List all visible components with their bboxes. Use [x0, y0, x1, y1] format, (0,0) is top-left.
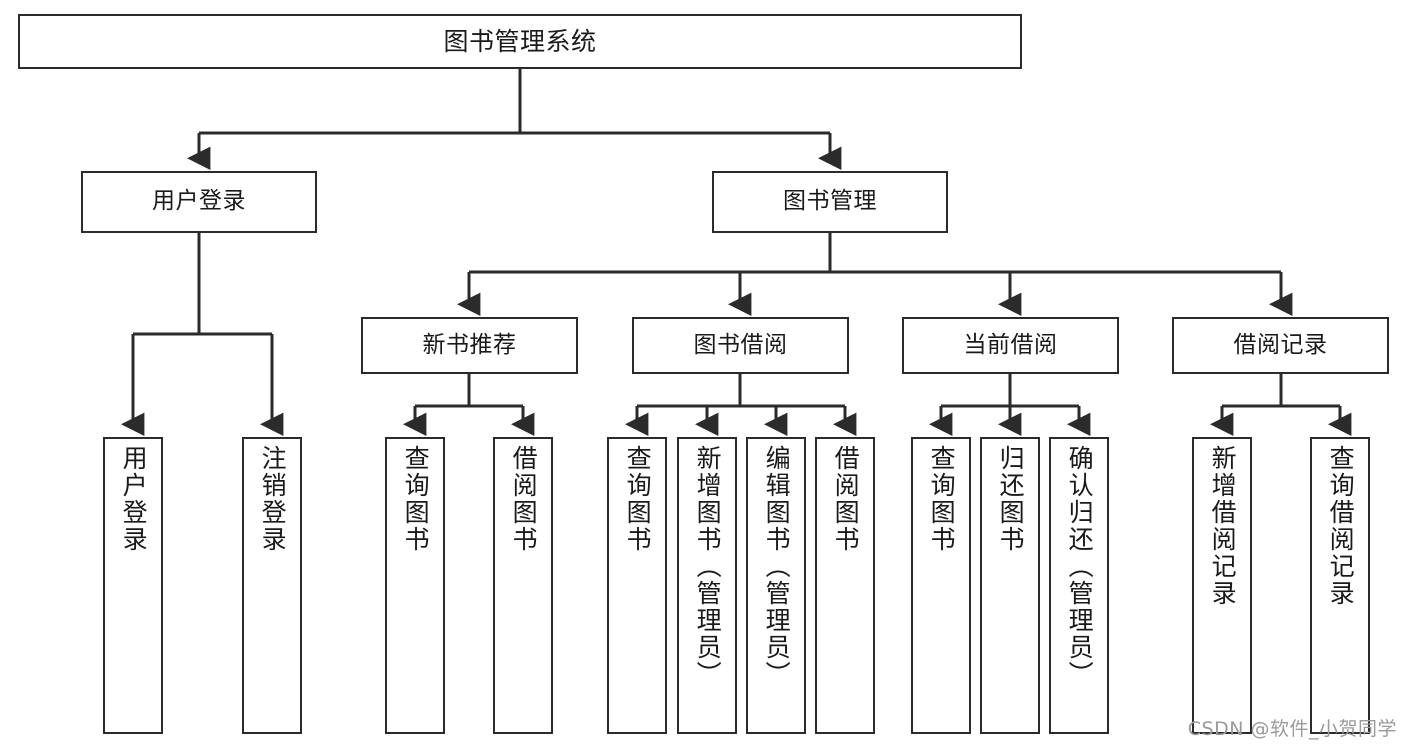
- node-label: 用户登录: [119, 445, 149, 553]
- node-label: 图书管理系统: [443, 26, 597, 56]
- node-user-login[interactable]: 用户登录: [81, 171, 317, 233]
- leaf-new-book-query-book[interactable]: 查询图书: [385, 437, 445, 734]
- node-label: 注销登录: [258, 445, 288, 553]
- leaf-current-borrow-query-book[interactable]: 查询图书: [911, 437, 971, 734]
- node-label: 查询图书: [623, 445, 653, 553]
- node-new-book-recommend[interactable]: 新书推荐: [361, 317, 578, 374]
- leaf-current-borrow-confirm-return-admin[interactable]: 确认归还（管理员）: [1049, 437, 1109, 734]
- node-label: 借阅图书: [509, 445, 539, 553]
- node-label: 借阅图书: [831, 445, 861, 553]
- node-label: 新增图书（管理员）: [693, 445, 723, 688]
- leaf-book-borrow-add-book-admin[interactable]: 新增图书（管理员）: [677, 437, 737, 734]
- leaf-current-borrow-return-book[interactable]: 归还图书: [980, 437, 1040, 734]
- node-label: 编辑图书（管理员）: [762, 445, 792, 688]
- leaf-user-login-logout[interactable]: 注销登录: [242, 437, 302, 734]
- node-label: 新增借阅记录: [1208, 445, 1238, 607]
- node-label: 当前借阅: [963, 331, 1058, 358]
- node-book-management[interactable]: 图书管理: [712, 171, 948, 233]
- leaf-book-borrow-borrow-book[interactable]: 借阅图书: [815, 437, 875, 734]
- node-current-borrow[interactable]: 当前借阅: [902, 317, 1119, 374]
- node-label: 借阅记录: [1233, 331, 1328, 358]
- node-label: 新书推荐: [422, 331, 517, 358]
- node-root-book-management-system[interactable]: 图书管理系统: [18, 14, 1022, 69]
- leaf-book-borrow-query-book[interactable]: 查询图书: [607, 437, 667, 734]
- node-label: 查询借阅记录: [1326, 445, 1356, 607]
- leaf-user-login-login[interactable]: 用户登录: [103, 437, 163, 734]
- node-label: 归还图书: [996, 445, 1026, 553]
- node-label: 用户登录: [152, 188, 246, 215]
- leaf-borrow-record-add-record[interactable]: 新增借阅记录: [1192, 437, 1252, 734]
- node-book-borrow[interactable]: 图书借阅: [632, 317, 849, 374]
- node-label: 图书借阅: [693, 331, 788, 358]
- leaf-new-book-borrow-book[interactable]: 借阅图书: [493, 437, 553, 734]
- leaf-borrow-record-query-record[interactable]: 查询借阅记录: [1310, 437, 1370, 734]
- node-label: 查询图书: [927, 445, 957, 553]
- leaf-book-borrow-edit-book-admin[interactable]: 编辑图书（管理员）: [746, 437, 806, 734]
- node-label: 确认归还（管理员）: [1065, 445, 1095, 688]
- node-label: 查询图书: [401, 445, 431, 553]
- node-borrow-record[interactable]: 借阅记录: [1172, 317, 1389, 374]
- node-label: 图书管理: [783, 188, 877, 215]
